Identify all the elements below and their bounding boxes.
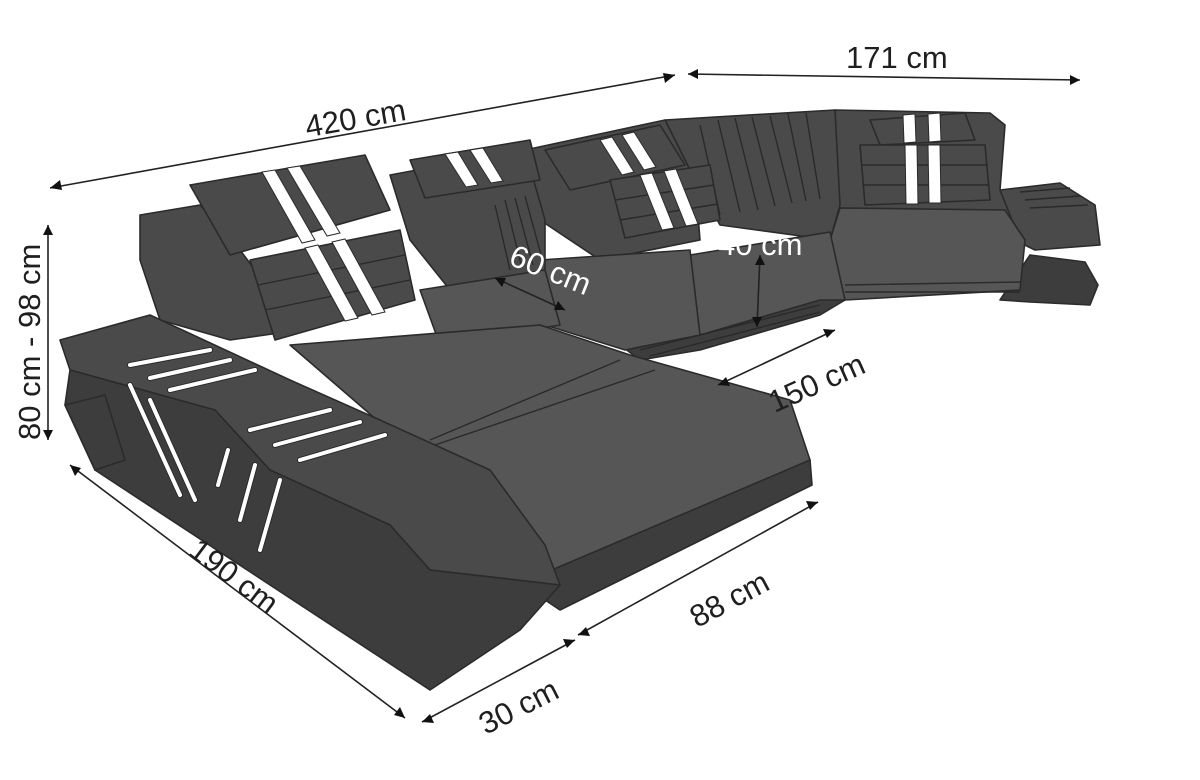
headrests: [189, 112, 976, 256]
label-right-depth: 150 cm: [763, 346, 870, 419]
label-right-width: 171 cm: [846, 40, 948, 75]
right-seat: [829, 207, 1026, 301]
back-cushions: [249, 144, 991, 341]
label-arm-width: 30 cm: [473, 672, 564, 742]
dimension-lines: [43, 69, 1081, 723]
label-seat-height: 40 cm: [718, 227, 802, 262]
armrest-led-lines: [127, 347, 388, 553]
label-total-width: 420 cm: [302, 92, 408, 144]
right-base: [999, 254, 1099, 306]
label-height: 80 cm - 98 cm: [12, 244, 47, 440]
sofa-body: [59, 109, 1101, 691]
label-chaise-width: 88 cm: [684, 564, 775, 635]
